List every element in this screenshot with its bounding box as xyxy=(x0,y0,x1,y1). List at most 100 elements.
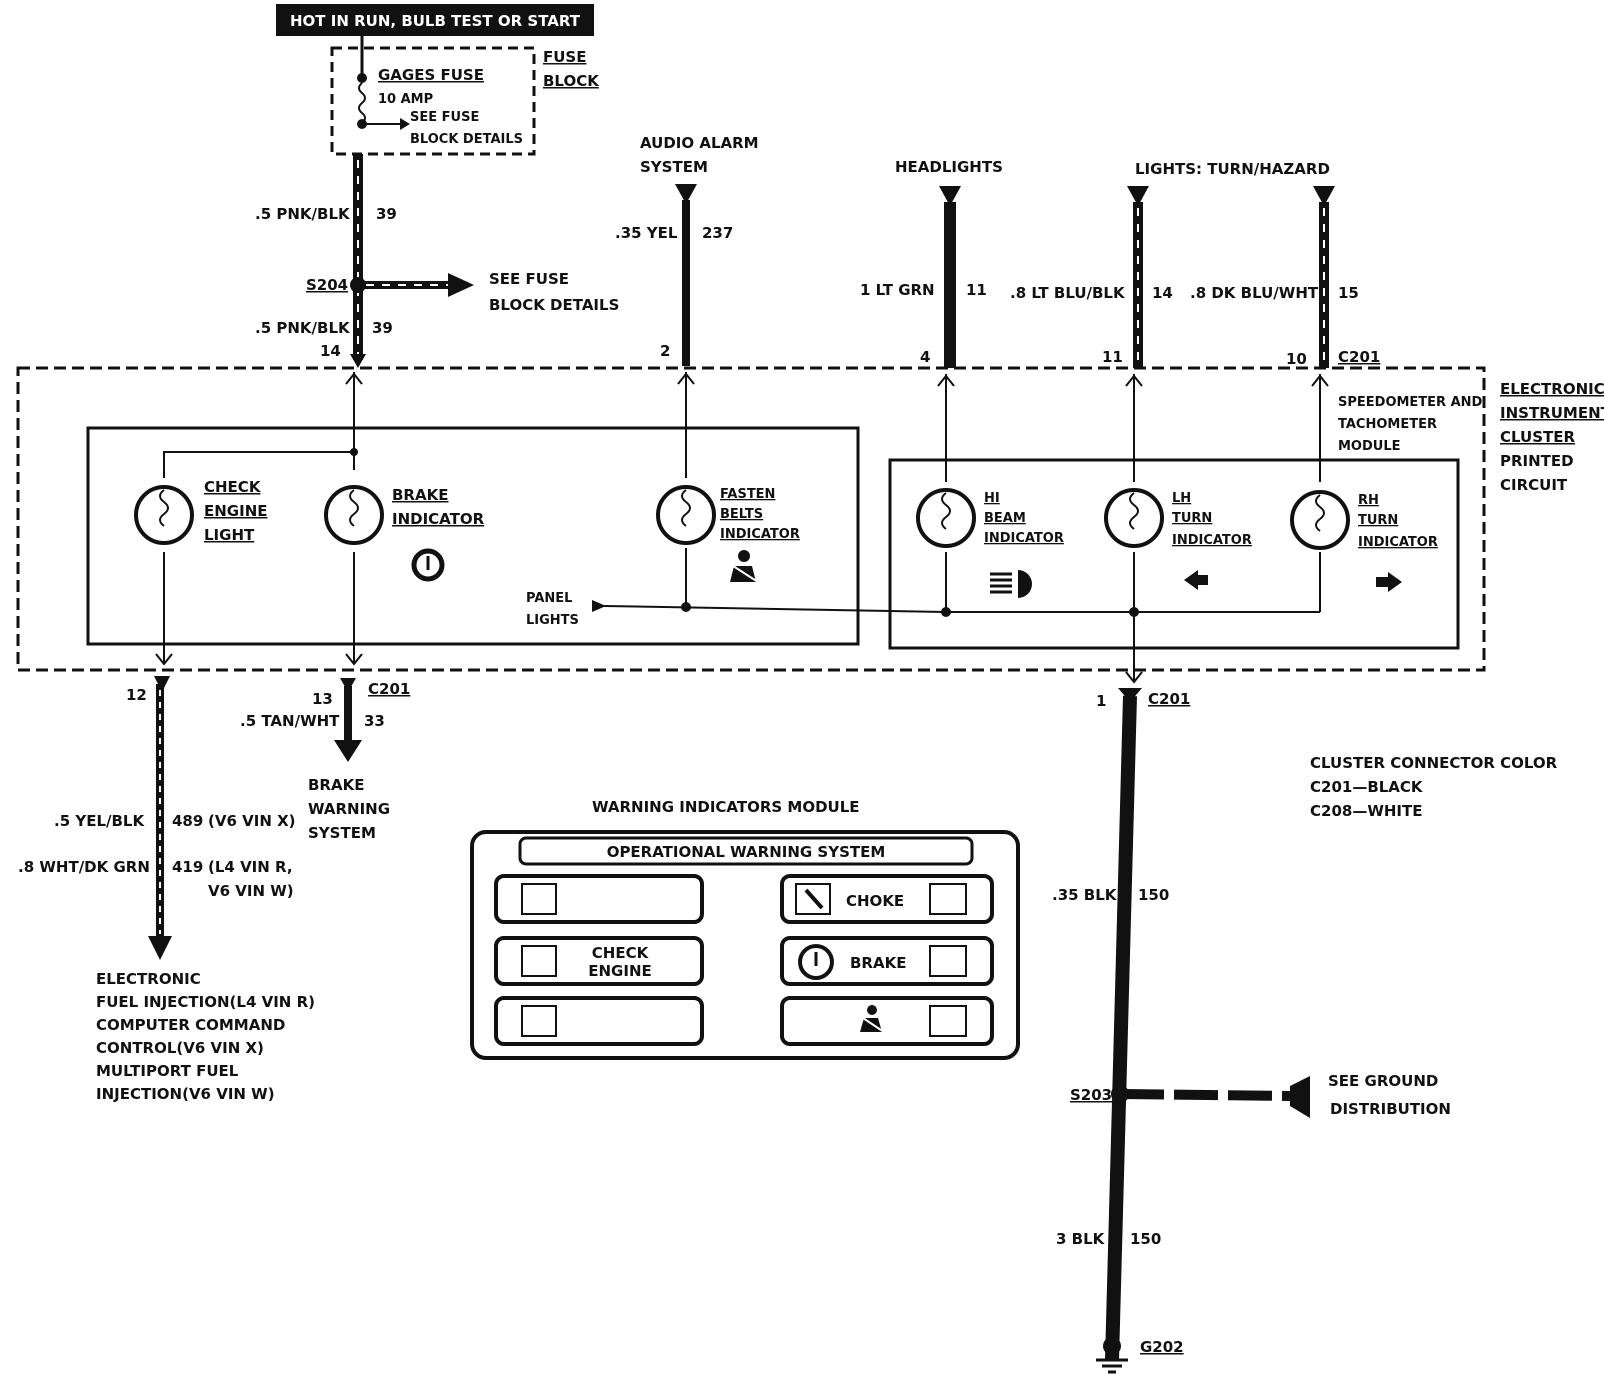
headlights-label: HEADLIGHTS xyxy=(895,158,1003,176)
arrow-right-icon xyxy=(592,600,606,612)
lh-turn-label-1: LH xyxy=(1172,491,1191,506)
whtgrn-note-1: (L4 VIN R, xyxy=(208,858,293,876)
module-slot xyxy=(494,996,704,1046)
hot-label: HOT IN RUN, BULB TEST OR START xyxy=(290,12,581,30)
module-subtitle: OPERATIONAL WARNING SYSTEM xyxy=(607,843,886,861)
turn-hazard-wires: LIGHTS: TURN/HAZARD .8 LT BLU/BLK 14 .8 … xyxy=(1010,160,1380,368)
module-choke: CHOKE xyxy=(846,892,904,910)
blk3-gauge: 3 BLK xyxy=(1056,1230,1106,1248)
s204-see-2: BLOCK DETAILS xyxy=(489,296,619,314)
ltgrn-circuit: 11 xyxy=(966,281,987,299)
s203-see-2: DISTRIBUTION xyxy=(1330,1100,1451,1118)
speedo-label-1: SPEEDOMETER AND xyxy=(1338,395,1483,410)
seatbelt-icon xyxy=(859,1005,885,1033)
arrow-down-icon xyxy=(675,184,697,204)
fuse-block: GAGES FUSE 10 AMP SEE FUSE BLOCK DETAILS… xyxy=(330,36,600,156)
rh-turn-label-1: RH xyxy=(1358,493,1379,508)
audio-label-1: AUDIO ALARM xyxy=(640,134,759,152)
hi-beam-label-2: BEAM xyxy=(984,511,1026,526)
efi-label-2: FUEL INJECTION(L4 VIN R) xyxy=(96,993,315,1011)
fuse-icon xyxy=(358,82,366,124)
arrow-down-icon xyxy=(1313,186,1335,206)
headlights-wire: HEADLIGHTS 1 LT GRN 11 4 xyxy=(860,158,1003,368)
c201-right: C201 xyxy=(1148,690,1190,708)
yel-blk-wire: 12 .5 YEL/BLK 489 (V6 VIN X) .8 WHT/DK G… xyxy=(18,676,315,1103)
whtgrn-note-2: V6 VIN W) xyxy=(208,882,294,900)
speedo-label-2: TACHOMETER xyxy=(1338,417,1437,432)
cluster-label-2: INSTRUMENT xyxy=(1500,404,1604,422)
hi-beam-label-1: HI xyxy=(984,491,1000,506)
hot-label-box: HOT IN RUN, BULB TEST OR START xyxy=(276,4,594,36)
fasten-label-2: BELTS xyxy=(720,507,763,522)
fasten-belts-bulb: FASTEN BELTS INDICATOR xyxy=(656,485,800,583)
fasten-label-1: FASTEN xyxy=(720,487,775,502)
dkblu-gauge: .8 DK BLU/WHT xyxy=(1190,284,1319,302)
lh-turn-label-2: TURN xyxy=(1172,511,1212,526)
arrow-left-icon xyxy=(1184,570,1208,590)
lh-turn-label-3: INDICATOR xyxy=(1172,533,1252,548)
arrow-down-icon xyxy=(939,186,961,206)
module-slot xyxy=(494,874,704,924)
check-engine-label-2: ENGINE xyxy=(204,502,268,520)
arrow-down-icon xyxy=(334,740,362,762)
check-engine-label-1: CHECK xyxy=(204,478,262,496)
ltblu-circuit: 14 xyxy=(1152,284,1173,302)
module-title: WARNING INDICATORS MODULE xyxy=(592,798,860,816)
efi-label-6: INJECTION(V6 VIN W) xyxy=(96,1085,275,1103)
ground-wire: 1 C201 .35 BLK 150 S203 SEE GROUND DISTR… xyxy=(1052,688,1451,1374)
connector-color-title: CLUSTER CONNECTOR COLOR xyxy=(1310,754,1558,772)
efi-label-1: ELECTRONIC xyxy=(96,970,201,988)
pnk-upper-circuit: 39 xyxy=(376,205,397,223)
hi-beam-bulb: HI BEAM INDICATOR xyxy=(916,488,1064,598)
pin-13: 13 xyxy=(312,690,333,708)
fuse-name: GAGES FUSE xyxy=(378,66,484,84)
audio-alarm-wire: AUDIO ALARM SYSTEM .35 YEL 237 2 xyxy=(615,134,759,366)
brake-warning-label-2: WARNING xyxy=(308,800,390,818)
s203-see-1: SEE GROUND xyxy=(1328,1072,1438,1090)
tanwht-gauge: .5 TAN/WHT xyxy=(240,712,340,730)
rh-turn-label-2: TURN xyxy=(1358,513,1398,528)
blk3-circuit: 150 xyxy=(1130,1230,1161,1248)
dkblu-circuit: 15 xyxy=(1338,284,1359,302)
pnk-lower-gauge: .5 PNK/BLK xyxy=(255,319,351,337)
lh-turn-bulb: LH TURN INDICATOR xyxy=(1104,488,1252,590)
pin-12: 12 xyxy=(126,686,147,704)
module-slot-brake xyxy=(780,936,994,986)
connector-color-c201: C201—BLACK xyxy=(1310,778,1424,796)
tan-wht-wire: 13 C201 .5 TAN/WHT 33 BRAKE WARNING SYST… xyxy=(240,678,410,842)
internal-wiring xyxy=(155,372,1329,684)
pnk-lower-circuit: 39 xyxy=(372,319,393,337)
tanwht-circuit: 33 xyxy=(364,712,385,730)
fuse-block-label-2: BLOCK xyxy=(543,72,600,90)
whtgrn-gauge: .8 WHT/DK GRN xyxy=(18,858,150,876)
ground-icon xyxy=(1096,1337,1128,1374)
speedo-module-box xyxy=(888,458,1460,650)
arrow-down-icon xyxy=(148,936,172,960)
module-slot-choke xyxy=(780,874,994,924)
panel-label-2: LIGHTS xyxy=(526,613,579,628)
hi-beam-label-3: INDICATOR xyxy=(984,531,1064,546)
s204-see-1: SEE FUSE xyxy=(489,270,569,288)
arrow-left-icon xyxy=(1290,1076,1310,1118)
arrow-right-icon xyxy=(400,118,410,130)
cluster-label-3: CLUSTER xyxy=(1500,428,1575,446)
warning-indicators-box xyxy=(86,426,860,646)
pin-11: 11 xyxy=(1102,348,1123,366)
cluster-printed-circuit: ELECTRONIC INSTRUMENT CLUSTER PRINTED CI… xyxy=(16,366,1604,672)
pin-1: 1 xyxy=(1096,692,1106,710)
c201-top: C201 xyxy=(1338,348,1380,366)
arrow-down-icon xyxy=(1127,186,1149,206)
brake-indicator-label-1: BRAKE xyxy=(392,486,448,504)
cluster-label-1: ELECTRONIC xyxy=(1500,380,1604,398)
yel-circuit: 237 xyxy=(702,224,733,242)
yelblk-note: (V6 VIN X) xyxy=(208,812,296,830)
choke-icon xyxy=(795,883,831,915)
connector-colors: CLUSTER CONNECTOR COLOR C201—BLACK C208—… xyxy=(1310,754,1558,820)
efi-label-4: CONTROL(V6 VIN X) xyxy=(96,1039,264,1057)
cluster-label-5: CIRCUIT xyxy=(1500,476,1568,494)
blk35-gauge: .35 BLK xyxy=(1052,886,1118,904)
pin-2: 2 xyxy=(660,342,670,360)
module-slot-seatbelt xyxy=(780,996,994,1046)
fuse-see-2: BLOCK DETAILS xyxy=(410,132,523,147)
